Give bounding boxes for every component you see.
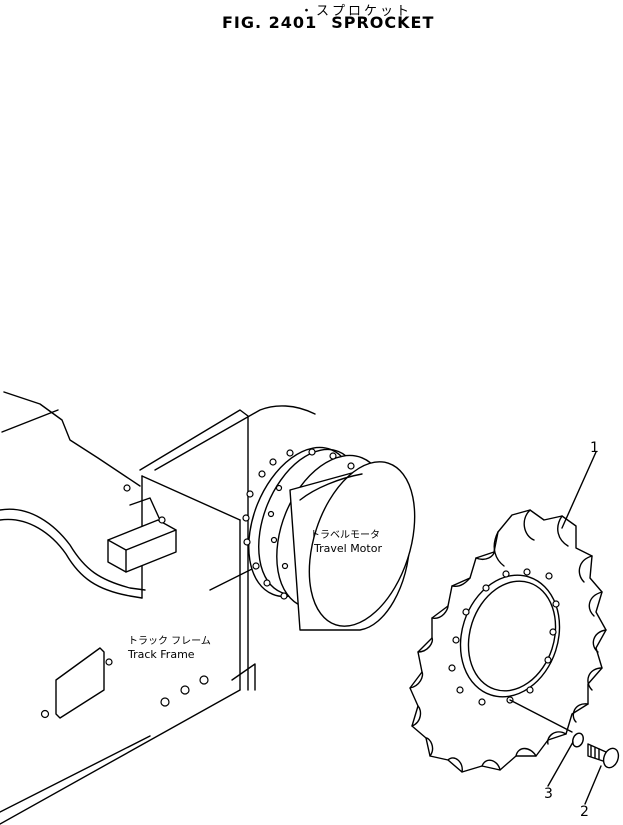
figure-title: FIG. 2401 SPROCKET xyxy=(222,13,434,32)
figure-number: FIG. 2401 xyxy=(222,13,318,32)
track-frame xyxy=(0,391,256,825)
sprocket xyxy=(409,509,607,773)
callout-1: 1 xyxy=(590,440,599,456)
callout-3: 3 xyxy=(544,786,553,802)
bolt xyxy=(587,743,620,769)
travel-motor: トラベルモータ Travel Motor xyxy=(154,405,416,631)
travel-motor-label-en: Travel Motor xyxy=(313,542,382,555)
track-frame-label-en: Track Frame xyxy=(127,648,195,661)
washer xyxy=(572,732,584,748)
figure-title-japanese: ・スプロケット xyxy=(300,4,413,19)
callout-2: 2 xyxy=(580,804,589,820)
travel-motor-label-jp: トラベルモータ xyxy=(310,529,380,541)
figure-name: SPROCKET xyxy=(331,13,435,32)
track-frame-label-jp: トラック フレーム xyxy=(128,635,211,647)
